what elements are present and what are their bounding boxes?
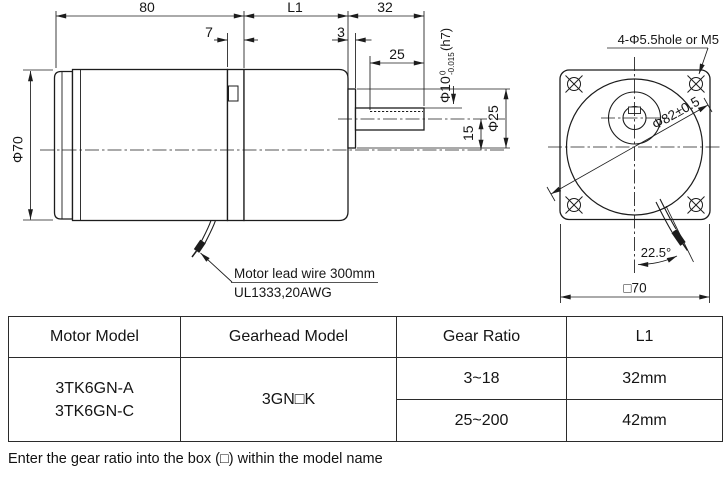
- offset-label: 15: [460, 125, 476, 141]
- dim-boss-diameter: Φ25: [357, 88, 510, 149]
- frame-size-label: □70: [623, 281, 646, 296]
- dim-shaft-offset: 15: [460, 119, 484, 150]
- lead-wire-note-line2: UL1333,20AWG: [234, 285, 332, 300]
- dim-25-label: 25: [389, 46, 405, 62]
- table-header-row: Motor Model Gearhead Model Gear Ratio L1: [8, 316, 723, 358]
- cell-l1-2: 42mm: [566, 399, 723, 442]
- lead-wire-callout: Motor lead wire 300mm UL1333,20AWG: [200, 252, 378, 300]
- dim-3-label: 3: [337, 24, 345, 40]
- header-motor-model: Motor Model: [8, 316, 181, 358]
- boss-dia-label: Φ25: [485, 105, 501, 132]
- cell-motor-models: 3TK6GN-A 3TK6GN-C: [8, 357, 181, 442]
- motor-dia-label: Φ70: [10, 136, 26, 163]
- dim-shaft-diameter: Φ10 0 -0.015 (h7): [424, 28, 462, 109]
- shaft-dia-label: Φ10: [437, 76, 453, 103]
- front-lead-wire: [655, 198, 689, 251]
- dim-32-label: 32: [377, 0, 393, 15]
- holes-label: 4-Φ5.5hole or M5: [618, 32, 719, 47]
- cell-gear-ratio-2: 25~200: [396, 399, 567, 442]
- dim-7: 7: [205, 24, 258, 67]
- wire-angle-label: 22.5°: [641, 245, 672, 260]
- dim-wire-angle: 22.5°: [637, 205, 694, 267]
- mounting-holes: [565, 75, 705, 214]
- table-row: 3TK6GN-A 3TK6GN-C 3GN□K 3~18 32mm: [8, 357, 723, 442]
- shaft-fit-label: (h7): [438, 28, 453, 51]
- cell-gearhead-model: 3GN□K: [180, 357, 397, 442]
- gearhead-outline: [243, 68, 425, 222]
- spec-table: Motor Model Gearhead Model Gear Ratio L1…: [8, 316, 723, 442]
- dim-25: 25: [369, 46, 424, 110]
- motor-body-outline: [53, 68, 245, 222]
- dim-L1-label: L1: [287, 0, 303, 15]
- header-l1: L1: [566, 316, 723, 358]
- cell-gear-ratio-1: 3~18: [396, 357, 567, 400]
- motor-model-a: 3TK6GN-A: [55, 379, 134, 397]
- dim-lengths: 80 L1 32: [55, 0, 425, 106]
- side-view: 80 L1 32 7 3 25: [10, 0, 510, 300]
- header-gear-ratio: Gear Ratio: [396, 316, 567, 358]
- dim-7-label: 7: [205, 24, 213, 40]
- motor-model-c: 3TK6GN-C: [54, 402, 135, 420]
- shaft-tol-upper-label: 0: [439, 70, 448, 75]
- header-gearhead-model: Gearhead Model: [180, 316, 397, 358]
- dim-3: 3: [332, 24, 372, 88]
- front-view: Φ82±0.5 4-Φ5.5hole or M5 22.5°: [546, 32, 721, 303]
- motor-lead-wire: [191, 220, 217, 258]
- footnote: Enter the gear ratio into the box (□) wi…: [8, 451, 383, 467]
- cell-l1-1: 32mm: [566, 357, 723, 400]
- table-row: 25~200 42mm: [9, 399, 723, 442]
- dim-80-label: 80: [139, 0, 155, 15]
- dim-motor-diameter: Φ70: [10, 69, 53, 221]
- technical-drawing: 80 L1 32 7 3 25: [10, 0, 721, 303]
- lead-wire-note-line1: Motor lead wire 300mm: [234, 266, 375, 281]
- dim-frame-size: □70: [560, 224, 710, 303]
- shaft-tol-lower-label: -0.015: [447, 52, 456, 75]
- holes-callout: 4-Φ5.5hole or M5: [607, 32, 719, 75]
